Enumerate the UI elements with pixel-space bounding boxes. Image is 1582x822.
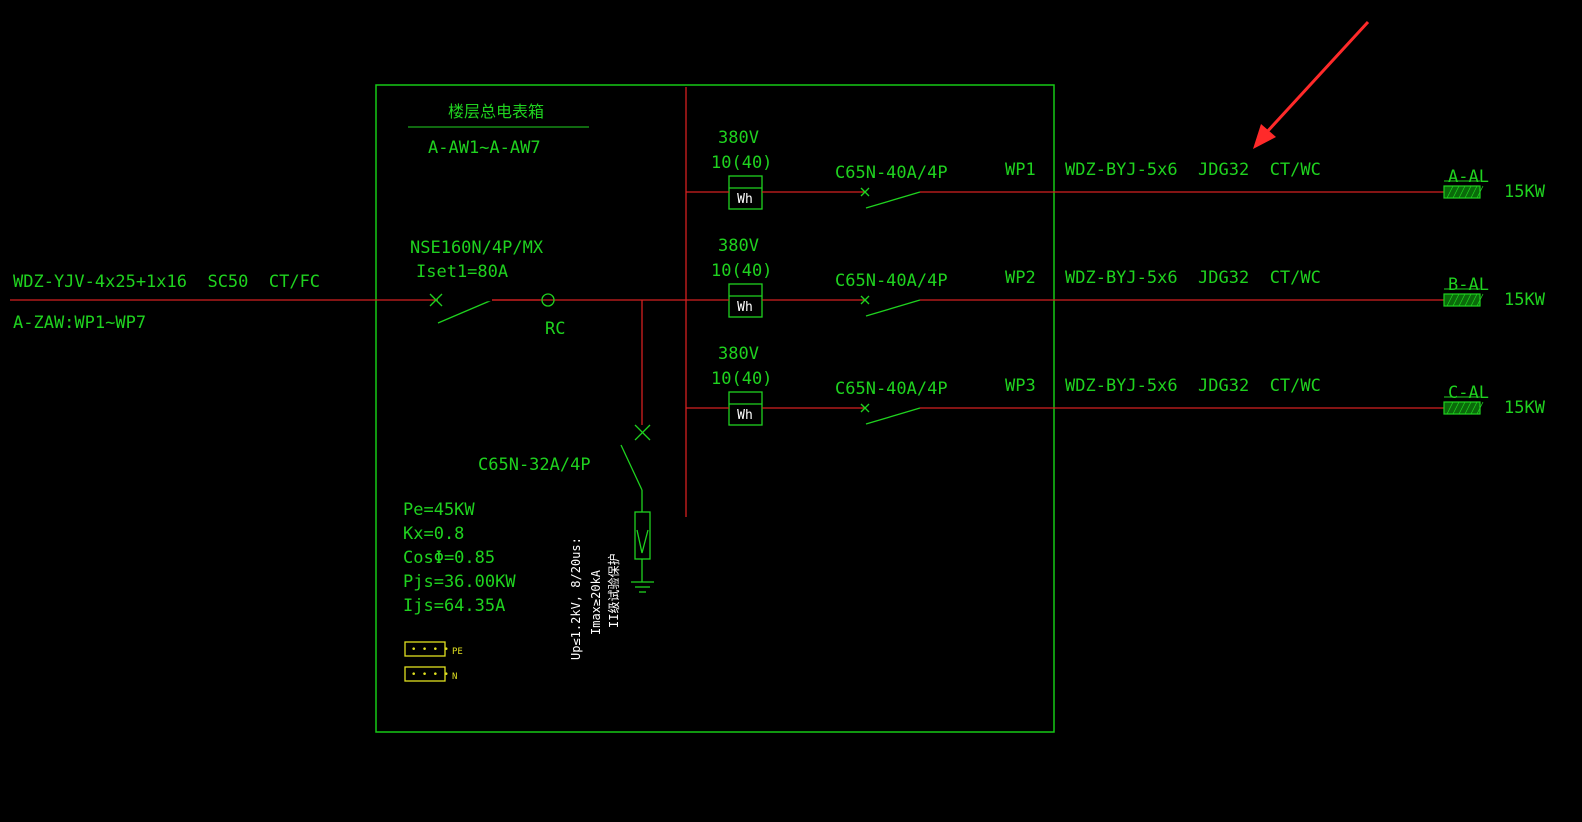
circuit-id: WP1 <box>1005 160 1036 180</box>
circuit-breaker-label: C65N-40A/4P <box>835 379 948 399</box>
spd-note-line-3: II级试验保护 <box>606 554 621 628</box>
panel-code: A-AW1~A-AW7 <box>428 138 541 158</box>
load-calculation: Pe=45KW Kx=0.8 CosΦ=0.85 Pjs=36.00KW Ijs… <box>403 500 516 616</box>
calc-kx: Kx=0.8 <box>403 524 464 544</box>
circuit-wp1: 380V 10(40) Wh C65N-40A/4P WP1 WDZ-BYJ-5… <box>711 128 1546 210</box>
circuit-cable-spec: WDZ-BYJ-5x6 JDG32 CT/WC <box>1065 160 1321 180</box>
surge-protector-symbol <box>631 511 654 593</box>
circuit-cable-spec: WDZ-BYJ-5x6 JDG32 CT/WC <box>1065 268 1321 288</box>
circuit-meter-rating: 10(40) <box>711 153 772 173</box>
pe-terminal-label: PE <box>452 647 463 657</box>
annotation-arrow <box>1253 20 1370 149</box>
spd-breaker-symbol <box>620 424 651 512</box>
main-breaker-model: NSE160N/4P/MX <box>410 238 544 258</box>
n-terminal: • • • • N <box>404 666 457 682</box>
circuit-power: 15KW <box>1504 398 1546 418</box>
spd-breaker-label: C65N-32A/4P <box>478 455 591 475</box>
n-terminal-label: N <box>452 672 457 682</box>
main-breaker-setting: Iset1=80A <box>416 262 508 282</box>
rc-sensor-symbol <box>541 293 555 307</box>
calc-pjs: Pjs=36.00KW <box>403 572 516 592</box>
circuit-breaker-label: C65N-40A/4P <box>835 163 948 183</box>
circuit-voltage: 380V <box>718 344 759 364</box>
spd-note: Up≤1.2kV, 8/20us: Imax≥20kA II级试验保护 <box>569 537 621 660</box>
circuit-load-name: A-AL <box>1448 167 1489 187</box>
meter-label: Wh <box>737 408 753 423</box>
circuit-voltage: 380V <box>718 128 759 148</box>
calc-ijs: Ijs=64.35A <box>403 596 505 616</box>
circuit-id: WP2 <box>1005 268 1036 288</box>
circuit-load-name: B-AL <box>1448 275 1489 295</box>
svg-text:• • • •: • • • • <box>411 670 449 680</box>
circuit-power: 15KW <box>1504 290 1546 310</box>
panel-title: 楼层总电表箱 <box>448 102 544 121</box>
circuit-voltage: 380V <box>718 236 759 256</box>
rc-label: RC <box>545 319 565 339</box>
calc-cosphi: CosΦ=0.85 <box>403 548 495 568</box>
circuit-cable-spec: WDZ-BYJ-5x6 JDG32 CT/WC <box>1065 376 1321 396</box>
circuit-meter-rating: 10(40) <box>711 261 772 281</box>
circuit-id: WP3 <box>1005 376 1036 396</box>
pe-terminal: • • • • PE <box>404 641 463 657</box>
circuit-power: 15KW <box>1504 182 1546 202</box>
main-breaker-symbol <box>429 293 493 324</box>
spd-note-line-2: Imax≥20kA <box>589 569 603 635</box>
meter-label: Wh <box>737 300 753 315</box>
svg-text:• • • •: • • • • <box>411 645 449 655</box>
circuit-wp3: 380V 10(40) Wh C65N-40A/4P WP3 WDZ-BYJ-5… <box>711 344 1546 426</box>
circuit-meter-rating: 10(40) <box>711 369 772 389</box>
calc-pe: Pe=45KW <box>403 500 475 520</box>
circuit-breaker-label: C65N-40A/4P <box>835 271 948 291</box>
spd-note-line-1: Up≤1.2kV, 8/20us: <box>569 537 583 660</box>
circuit-wp2: 380V 10(40) Wh C65N-40A/4P WP2 WDZ-BYJ-5… <box>711 236 1546 318</box>
meter-label: Wh <box>737 192 753 207</box>
incoming-source: A-ZAW:WP1~WP7 <box>13 313 146 333</box>
incoming-cable-spec: WDZ-YJV-4x25+1x16 SC50 CT/FC <box>13 272 320 292</box>
circuit-load-name: C-AL <box>1448 383 1489 403</box>
